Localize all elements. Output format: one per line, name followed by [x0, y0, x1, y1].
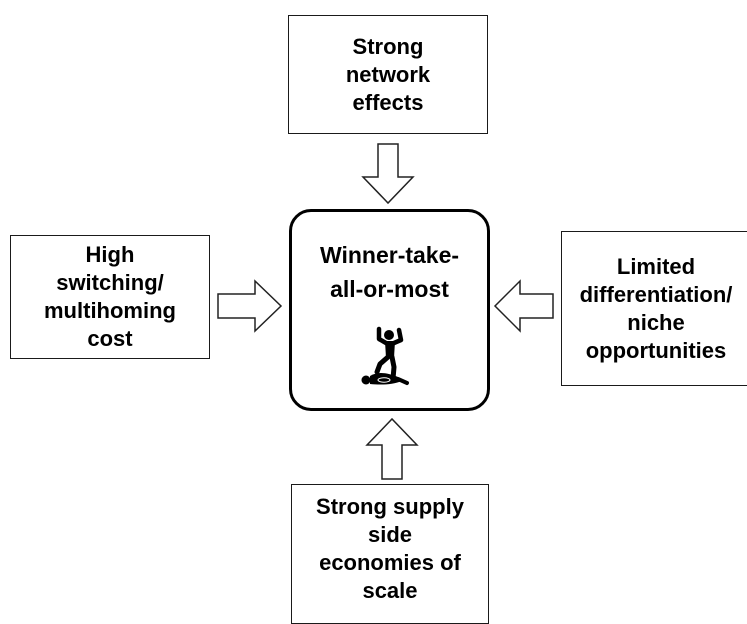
outcome-title: Winner-take- all-or-most [292, 238, 487, 306]
label-line: effects [352, 89, 424, 115]
factor-label-limited-differentiation: Limited differentiation/ niche opportuni… [580, 253, 733, 365]
factor-label-network-effects: Strong network effects [346, 33, 430, 117]
arrow-left-icon [493, 279, 554, 333]
arrow-down-icon [361, 143, 415, 205]
factor-box-switching-cost: High switching/ multihoming cost [10, 235, 210, 359]
label-line: High [85, 242, 135, 267]
factor-box-supply-economies: Strong supply side economies of scale [291, 484, 489, 624]
label-line: Strong supply [316, 494, 464, 519]
label-line: Strong [352, 33, 424, 59]
label-line: Limited [616, 253, 696, 279]
label-line: differentiation/ [579, 281, 733, 307]
outcome-title-line: all-or-most [330, 276, 449, 302]
arrow-up-icon [365, 417, 419, 480]
label-line: multihoming [44, 298, 176, 323]
outcome-box-winner-take-all: Winner-take- all-or-most [289, 209, 490, 411]
factor-label-supply-economies: Strong supply side economies of scale [316, 493, 464, 605]
label-line: scale [362, 578, 418, 603]
label-line: opportunities [585, 337, 727, 363]
arrow-right-icon [217, 279, 283, 333]
factor-box-limited-differentiation: Limited differentiation/ niche opportuni… [561, 231, 747, 386]
outcome-title-line: Winner-take- [319, 242, 460, 268]
factor-label-switching-cost: High switching/ multihoming cost [44, 241, 176, 353]
label-line: side [367, 522, 412, 547]
label-line: cost [87, 326, 133, 351]
label-line: niche [627, 309, 685, 335]
factor-box-network-effects: Strong network effects [288, 15, 488, 134]
label-line: network [345, 61, 431, 87]
winner-standing-on-loser-icon [361, 326, 409, 385]
label-line: economies of [319, 550, 461, 575]
label-line: switching/ [56, 270, 164, 295]
